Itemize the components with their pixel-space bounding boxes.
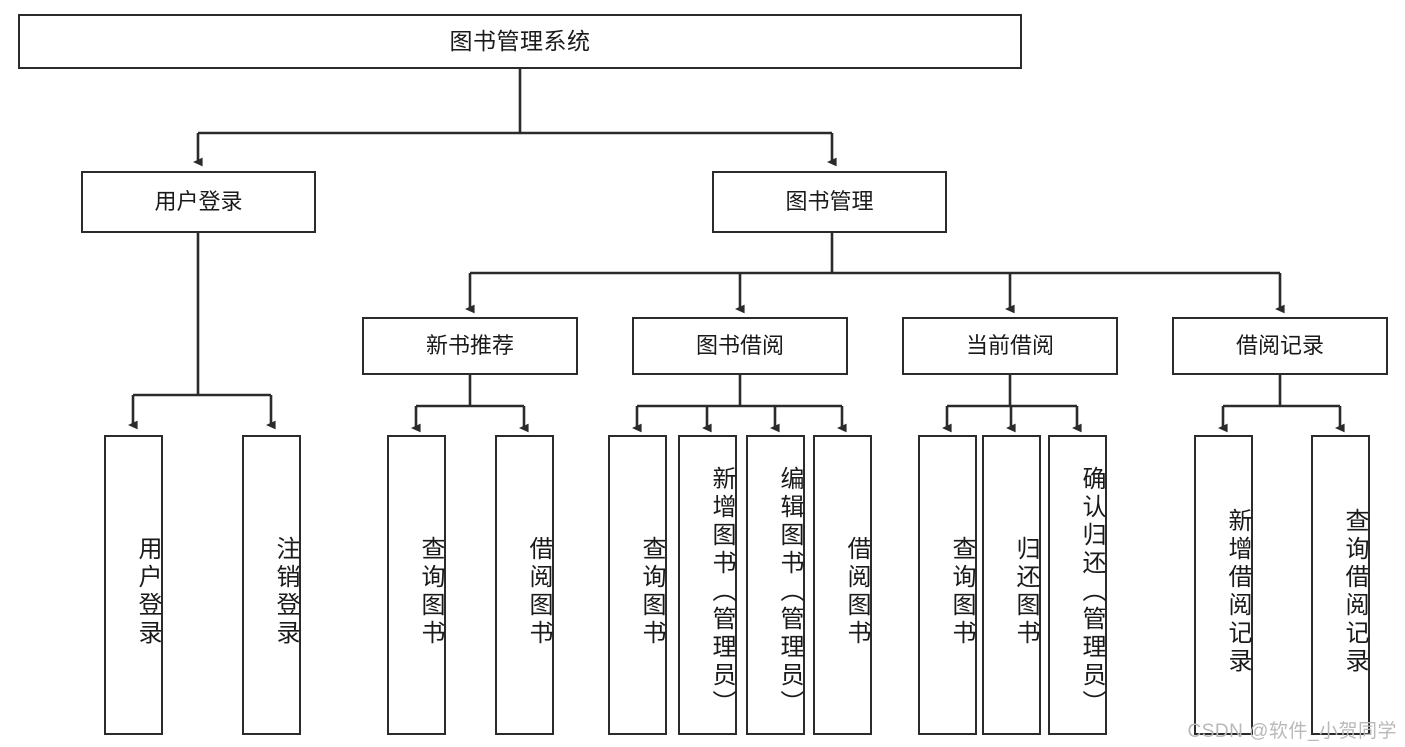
node-label: 查询图书 — [417, 536, 444, 648]
node-label: 借阅图书 — [525, 536, 552, 648]
leaf-user-login-logout[interactable]: 注销登录 — [242, 435, 301, 735]
node-user-login[interactable]: 用户登录 — [81, 171, 316, 233]
node-label: 新增图书（管理员） — [708, 466, 735, 718]
node-label: 注销登录 — [272, 536, 299, 648]
node-book-borrow[interactable]: 图书借阅 — [632, 317, 848, 375]
node-root-system[interactable]: 图书管理系统 — [18, 14, 1022, 69]
leaf-borrow-add-book-admin[interactable]: 新增图书（管理员） — [678, 435, 737, 735]
leaf-recommend-borrow-book[interactable]: 借阅图书 — [495, 435, 554, 735]
node-book-management[interactable]: 图书管理 — [712, 171, 947, 233]
node-current-borrow[interactable]: 当前借阅 — [902, 317, 1118, 375]
node-label: 查询图书 — [948, 536, 975, 648]
node-label: 新增借阅记录 — [1224, 508, 1251, 676]
leaf-record-add-record[interactable]: 新增借阅记录 — [1194, 435, 1253, 735]
node-label: 借阅图书 — [843, 536, 870, 648]
node-label: 查询借阅记录 — [1341, 508, 1368, 676]
node-label: 查询图书 — [638, 536, 665, 648]
node-label: 归还图书 — [1012, 536, 1039, 648]
node-label: 新书推荐 — [425, 333, 514, 359]
leaf-borrow-query-book[interactable]: 查询图书 — [608, 435, 667, 735]
node-label: 用户登录 — [154, 189, 243, 215]
node-borrow-record[interactable]: 借阅记录 — [1172, 317, 1388, 375]
node-label: 借阅记录 — [1235, 333, 1324, 359]
leaf-recommend-query-book[interactable]: 查询图书 — [387, 435, 446, 735]
csdn-watermark: CSDN @软件_小贺同学 — [1187, 721, 1397, 742]
leaf-current-query-book[interactable]: 查询图书 — [918, 435, 977, 735]
leaf-borrow-edit-book-admin[interactable]: 编辑图书（管理员） — [746, 435, 805, 735]
leaf-record-query-record[interactable]: 查询借阅记录 — [1311, 435, 1370, 735]
node-label: 图书借阅 — [695, 333, 784, 359]
leaf-current-confirm-return-admin[interactable]: 确认归还（管理员） — [1048, 435, 1107, 735]
node-label: 确认归还（管理员） — [1078, 466, 1105, 718]
node-label: 编辑图书（管理员） — [776, 466, 803, 718]
node-label: 当前借阅 — [965, 333, 1054, 359]
node-label: 图书管理 — [785, 189, 874, 215]
leaf-current-return-book[interactable]: 归还图书 — [982, 435, 1041, 735]
leaf-borrow-borrow-book[interactable]: 借阅图书 — [813, 435, 872, 735]
leaf-user-login-login[interactable]: 用户登录 — [104, 435, 163, 735]
node-new-book-recommend[interactable]: 新书推荐 — [362, 317, 578, 375]
node-label: 图书管理系统 — [449, 27, 591, 54]
node-label: 用户登录 — [134, 536, 161, 648]
